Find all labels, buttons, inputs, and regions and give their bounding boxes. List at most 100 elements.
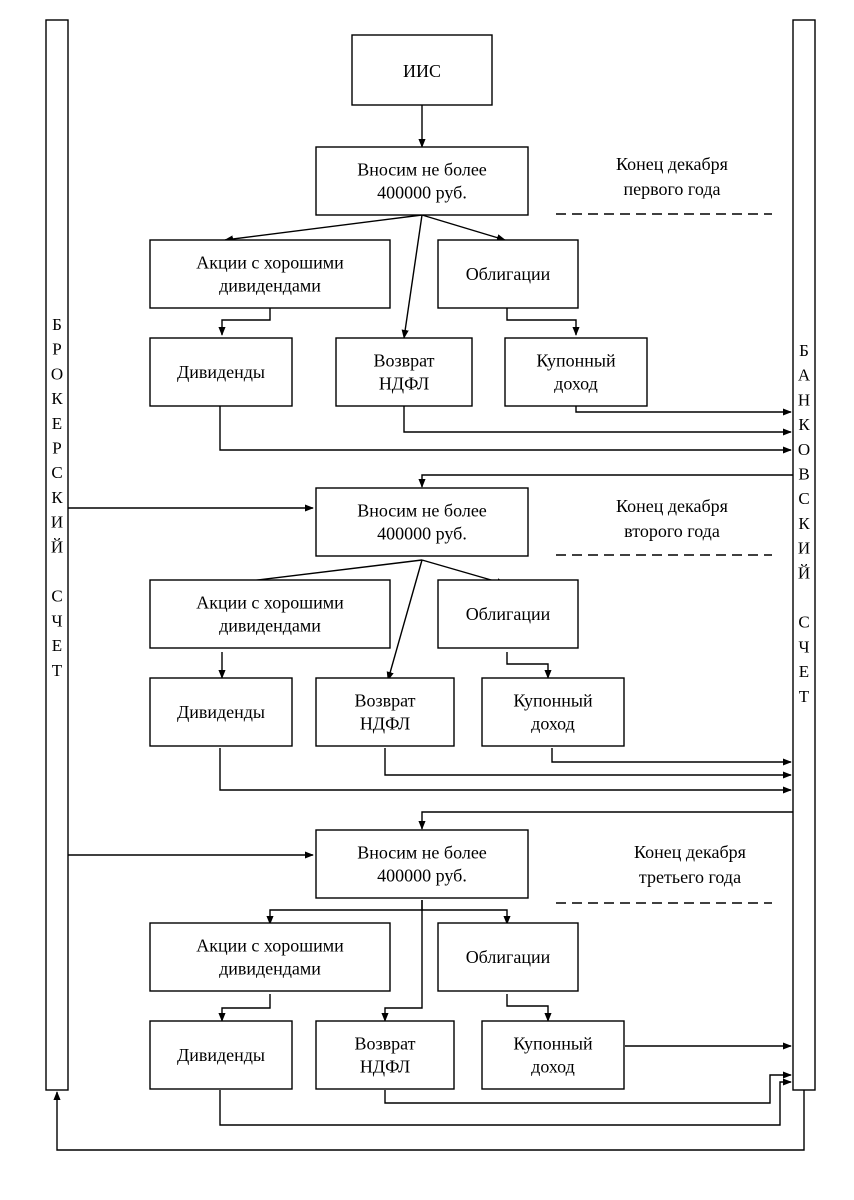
arrow-coupon2-to-bank <box>551 748 792 766</box>
coupon-year-2-box <box>481 677 625 747</box>
arrow-deposit3-to-bonds <box>421 900 511 925</box>
deposit-year-3-label: Вносим не более <box>357 843 487 863</box>
arrow-refund3-to-bank <box>384 1071 792 1104</box>
broker-account-letter: Р <box>52 340 61 359</box>
bank-account-letter: К <box>798 415 810 434</box>
bonds-year-3-box <box>437 922 579 992</box>
bank-account-letter: Н <box>798 390 810 409</box>
bank-account-letter: Т <box>799 687 810 706</box>
arrow-dividends1-to-bank <box>219 405 792 454</box>
stocks-year-2-label: Акции с хорошими <box>196 593 344 613</box>
bank-account-letter: Б <box>799 341 809 360</box>
stocks-year-2-label: дивидендами <box>219 616 321 636</box>
dividends-year-3-box <box>149 1020 293 1090</box>
broker-account-letter: О <box>51 364 63 383</box>
flow-nodes: Вносим не более 400000 руб. Акции с хороши… <box>149 146 772 1090</box>
broker-account-letter: С <box>51 463 62 482</box>
refund-year-2-label: Возврат <box>354 691 415 711</box>
bonds-year-1-label: Облигации <box>466 264 551 284</box>
period-year-1-label: первого года <box>624 179 721 199</box>
refund-year-1-box <box>335 337 473 407</box>
refund-year-3-label: НДФЛ <box>360 1057 410 1077</box>
deposit-year-1-label: 400000 руб. <box>377 183 467 203</box>
bank-account-letter: О <box>798 440 810 459</box>
deposit-year-2-label: 400000 руб. <box>377 524 467 544</box>
stocks-year-2-box <box>149 579 391 649</box>
arrow-bonds1-to-coupon <box>506 308 580 336</box>
arrow-stocks1-to-dividends <box>218 308 271 336</box>
arrow-bank-to-deposit-3 <box>418 811 793 830</box>
broker-account-letter: Ч <box>51 611 62 630</box>
dividends-year-3-label: Дивиденды <box>177 1045 265 1065</box>
broker-account-letter: И <box>51 513 63 532</box>
refund-year-2-box <box>315 677 455 747</box>
dividends-year-1-box <box>149 337 293 407</box>
dividends-year-2-box <box>149 677 293 747</box>
arrow-refund2-to-bank <box>384 748 792 779</box>
arrow-coupon1-to-bank <box>575 405 792 416</box>
coupon-year-1-label: Купонный <box>536 351 616 371</box>
bank-account-letter: Ч <box>798 637 809 656</box>
bank-account-letter: А <box>798 366 811 385</box>
bonds-year-2-label: Облигации <box>466 604 551 624</box>
iis-label: ИИС <box>403 61 441 81</box>
connectors <box>53 105 805 1151</box>
period-year-3-label: Конец декабря <box>634 842 746 862</box>
deposit-year-1-box <box>315 146 529 216</box>
arrow-deposit1-to-stocks <box>224 214 423 243</box>
arrow-dividends2-to-bank <box>219 748 792 794</box>
broker-account-letter: Б <box>52 315 62 334</box>
refund-year-1-label: Возврат <box>373 351 434 371</box>
arrow-deposit2-to-refund <box>386 559 423 681</box>
deposit-year-1-label: Вносим не более <box>357 160 487 180</box>
broker-account-letter: Р <box>52 439 61 458</box>
period-year-3-label: третьего года <box>639 867 741 887</box>
stocks-year-3-label: дивидендами <box>219 959 321 979</box>
stocks-year-3-box <box>149 922 391 992</box>
coupon-year-1-box <box>504 337 648 407</box>
bank-account-letter: В <box>798 465 809 484</box>
bonds-year-3-label: Облигации <box>466 947 551 967</box>
bank-account-letter: Е <box>799 662 809 681</box>
period-year-2-label: второго года <box>624 521 720 541</box>
refund-year-3-label: Возврат <box>354 1034 415 1054</box>
period-year-2-label: Конец декабря <box>616 496 728 516</box>
coupon-year-3-box <box>481 1020 625 1090</box>
refund-year-2-label: НДФЛ <box>360 714 410 734</box>
stocks-year-1-box <box>149 239 391 309</box>
bonds-year-1-box <box>437 239 579 309</box>
broker-account-bar <box>45 19 69 1091</box>
deposit-year-3-box <box>315 829 529 899</box>
arrow-bonds3-to-coupon <box>506 994 552 1022</box>
deposit-year-2-label: Вносим не более <box>357 501 487 521</box>
coupon-year-2-label: Купонный <box>513 691 593 711</box>
broker-account-letter: Й <box>51 537 63 556</box>
arrow-deposit1-to-refund <box>401 214 423 339</box>
arrow-stocks3-to-dividends <box>218 994 271 1022</box>
bank-account-letter: С <box>798 489 809 508</box>
arrow-bonds2-to-coupon <box>506 652 552 679</box>
broker-account-letter: К <box>51 488 63 507</box>
arrow-deposit3-to-refund <box>381 910 423 1022</box>
broker-account-letter: Е <box>52 636 62 655</box>
bonds-year-2-box <box>437 579 579 649</box>
coupon-year-2-label: доход <box>531 714 575 734</box>
broker-account-letter: С <box>51 587 62 606</box>
bank-account-letter: К <box>798 514 810 533</box>
period-year-1-label: Конец декабря <box>616 154 728 174</box>
stocks-year-1-label: Акции с хорошими <box>196 253 344 273</box>
arrow-bank-to-deposit-2 <box>418 474 793 488</box>
arrow-bank-to-broker <box>53 1090 805 1151</box>
dividends-year-1-label: Дивиденды <box>177 362 265 382</box>
broker-account-letter: Е <box>52 414 62 433</box>
arrow-dividends3-to-bank <box>219 1078 792 1126</box>
coupon-year-1-label: доход <box>554 374 598 394</box>
refund-year-1-label: НДФЛ <box>379 374 429 394</box>
deposit-year-3-label: 400000 руб. <box>377 866 467 886</box>
arrow-deposit3-to-stocks <box>266 900 423 925</box>
broker-account-letter: Т <box>52 661 63 680</box>
stocks-year-1-label: дивидендами <box>219 276 321 296</box>
